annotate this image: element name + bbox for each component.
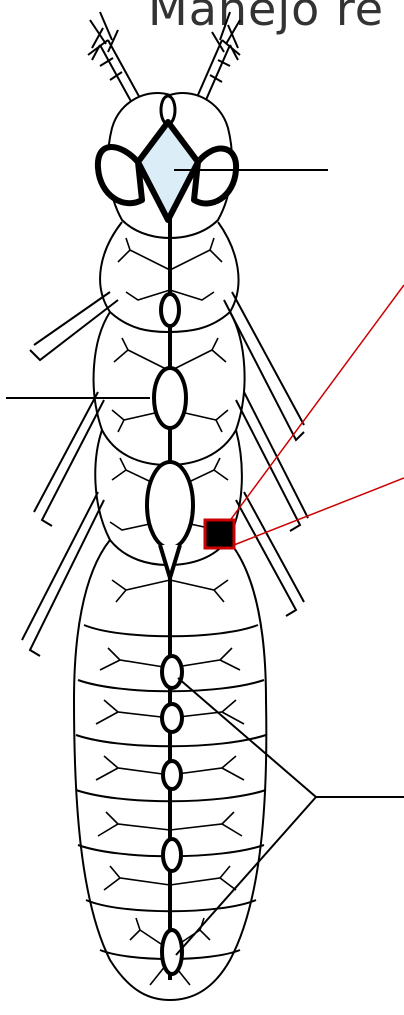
ganglion-tail: [160, 545, 180, 578]
pointer-lines: [6, 170, 404, 955]
thoracic-ganglion-1: [154, 368, 186, 428]
left-optic-lobe: [98, 147, 142, 203]
red-pointer-lower: [234, 478, 404, 545]
pointer-abdominal-ganglia-upper: [178, 678, 316, 797]
abdominal-ganglion-1: [162, 656, 182, 688]
abdominal-ganglion-3: [163, 761, 181, 789]
abdominal-ganglion-2: [162, 704, 182, 732]
pointer-abdominal-ganglia-lower: [176, 797, 316, 955]
red-pointer-lines: [220, 285, 404, 545]
subesophageal-ganglion: [161, 294, 179, 326]
marker-square: [205, 520, 234, 548]
right-optic-lobe: [194, 149, 236, 204]
thoracic-ganglion-2: [147, 462, 193, 548]
abdominal-ganglion-4: [163, 839, 181, 871]
